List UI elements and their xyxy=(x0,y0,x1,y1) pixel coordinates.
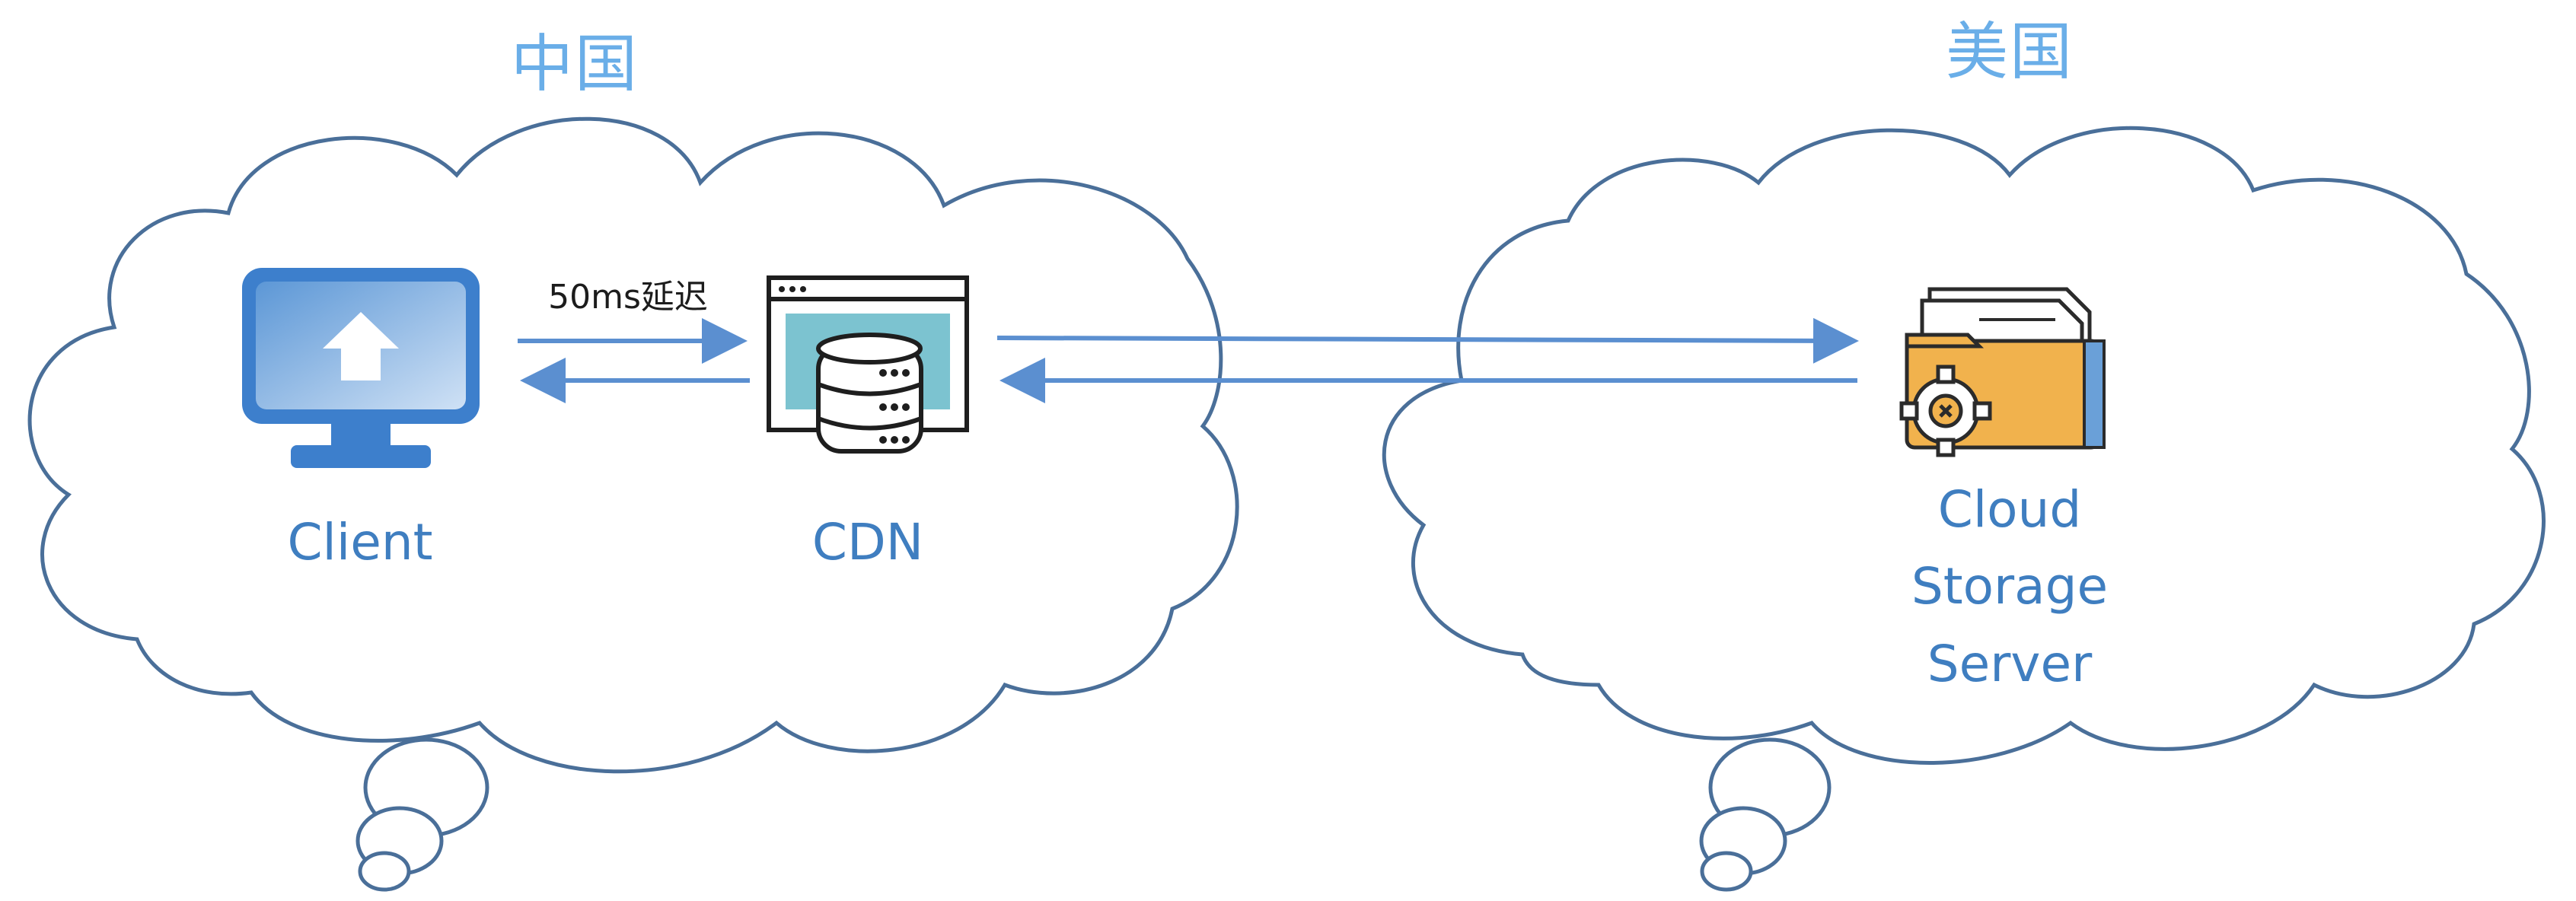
region-title-usa: 美国 xyxy=(1946,16,2074,88)
arrow-cdn-to-storage xyxy=(996,317,1859,364)
latency-label: 50ms延迟 xyxy=(548,278,708,317)
computer-monitor-upload-icon xyxy=(242,268,480,468)
storage-label-line-1: Cloud xyxy=(1938,480,2082,539)
china-cloud xyxy=(27,116,1239,892)
storage-label-line-2: Storage xyxy=(1911,557,2108,616)
folder-gear-icon xyxy=(1899,287,2106,457)
region-title-china: 中国 xyxy=(511,28,639,100)
cdn-label: CDN xyxy=(812,513,923,571)
client-label: Client xyxy=(287,513,432,571)
storage-label-line-3: Server xyxy=(1927,635,2093,693)
database-server-icon xyxy=(767,275,969,454)
